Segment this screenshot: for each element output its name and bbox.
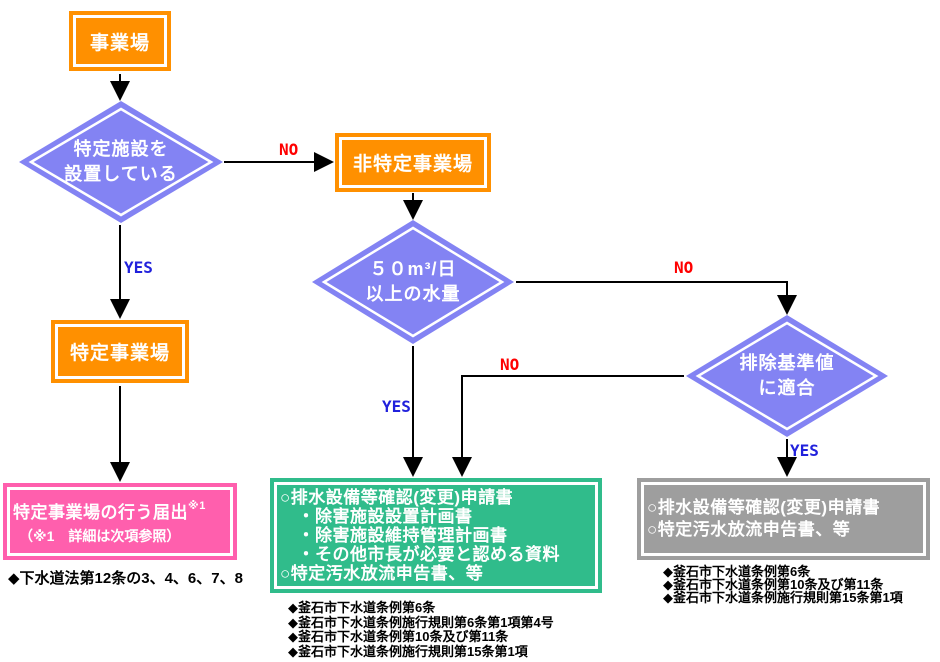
node-office-label: 事業場 — [89, 32, 150, 54]
footnote-line: ◆釜石市下水道条例第6条 — [663, 564, 811, 579]
node-office: 事業場 — [69, 11, 171, 71]
footnote-line: ◆下水道法第12条の3、4、6、7、8 — [8, 570, 243, 587]
edge-label-volume-no: NO — [674, 258, 694, 277]
decision-standard-label: 排除基準値 に適合 — [686, 315, 888, 437]
edge-label-standard-no: NO — [500, 355, 520, 374]
edge-label-standard-yes: YES — [790, 441, 819, 460]
decision-volume-diamond — [312, 220, 514, 344]
node-submission-docs: ○排水設備等確認(変更)申請書 ・除害施設設置計画書 ・除害施設維持管理計画書 … — [270, 478, 602, 593]
node-notification-subtitle: （※1 詳細は次項参照） — [19, 527, 181, 544]
decision-volume-line1: ５０m³/日 — [369, 259, 457, 279]
footnote-line: ◆釜石市下水道条例第10条及び第11条 — [288, 629, 509, 644]
node-report-docs-list: ○排水設備等確認(変更)申請書 ○特定汚水放流申告書、等 — [637, 497, 930, 541]
submission-doc-line: ○排水設備等確認(変更)申請書 — [280, 488, 514, 507]
report-doc-line: ○排水設備等確認(変更)申請書 — [647, 498, 881, 517]
footnote-line: ◆釜石市下水道条例施行規則第6条第1項第4号 — [288, 614, 554, 630]
submission-doc-line: ○特定汚水放流申告書、等 — [280, 564, 484, 583]
decision-standard-line1: 排除基準値 — [739, 353, 835, 373]
decision-facility-diamond — [19, 101, 223, 223]
node-non-specified-office: 非特定事業場 — [335, 133, 491, 192]
submission-doc-line: ・除害施設設置計画書 — [280, 507, 473, 526]
node-submission-docs-list: ○排水設備等確認(変更)申請書 ・除害施設設置計画書 ・除害施設維持管理計画書 … — [270, 488, 602, 583]
edge-label-volume-yes: YES — [382, 397, 411, 416]
node-non-specified-office-label: 非特定事業場 — [352, 154, 473, 175]
decision-standard-diamond — [686, 315, 888, 437]
decision-facility-line1: 特定施設を — [73, 139, 169, 159]
node-report-docs: ○排水設備等確認(変更)申請書 ○特定汚水放流申告書、等 — [637, 478, 930, 560]
decision-volume-line2: 以上の水量 — [365, 284, 461, 304]
footnote-notification: ◆下水道法第12条の3、4、6、7、8 — [8, 567, 243, 588]
footnote-line: ◆釜石市下水道条例第10条及び第11条 — [663, 577, 884, 592]
decision-facility-line2: 設置している — [64, 164, 178, 184]
node-specified-office: 特定事業場 — [51, 320, 189, 383]
footnote-line: ◆釜石市下水道条例施行規則第15条第1項 — [288, 643, 528, 659]
submission-doc-line: ・その他市長が必要と認める資料 — [280, 545, 560, 564]
submission-doc-line: ・除害施設維持管理計画書 — [280, 526, 508, 545]
edge-volume-no-to-standard-decision — [516, 281, 797, 315]
edge-label-facility-no: NO — [279, 140, 299, 159]
node-notification-title-note: ※1 — [188, 499, 206, 512]
footnote-line: ◆釜石市下水道条例第6条 — [288, 600, 436, 615]
node-notification-title-text: 特定事業場の行う届出 — [13, 502, 188, 522]
node-notification-content: 特定事業場の行う届出※1 （※1 詳細は次項参照） — [3, 498, 237, 546]
decision-volume-label: ５０m³/日 以上の水量 — [312, 220, 514, 344]
decision-facility-label: 特定施設を 設置している — [19, 101, 223, 223]
footnote-line: ◆釜石市下水道条例施行規則第15条第1項 — [663, 590, 903, 605]
edge-label-facility-yes: YES — [124, 258, 153, 277]
node-notification: 特定事業場の行う届出※1 （※1 詳細は次項参照） — [3, 483, 237, 560]
footnote-submission: ◆釜石市下水道条例第6条 ◆釜石市下水道条例施行規則第6条第1項第4号 ◆釜石市… — [288, 600, 554, 659]
decision-standard-line2: に適合 — [758, 378, 816, 398]
node-notification-title: 特定事業場の行う届出※1 — [13, 498, 206, 523]
report-doc-line: ○特定汚水放流申告書、等 — [647, 520, 851, 539]
edge-standard-no-to-submission — [452, 375, 684, 477]
node-specified-office-label: 特定事業場 — [69, 343, 170, 364]
footnote-report: ◆釜石市下水道条例第6条 ◆釜石市下水道条例第10条及び第11条 ◆釜石市下水道… — [663, 565, 903, 604]
